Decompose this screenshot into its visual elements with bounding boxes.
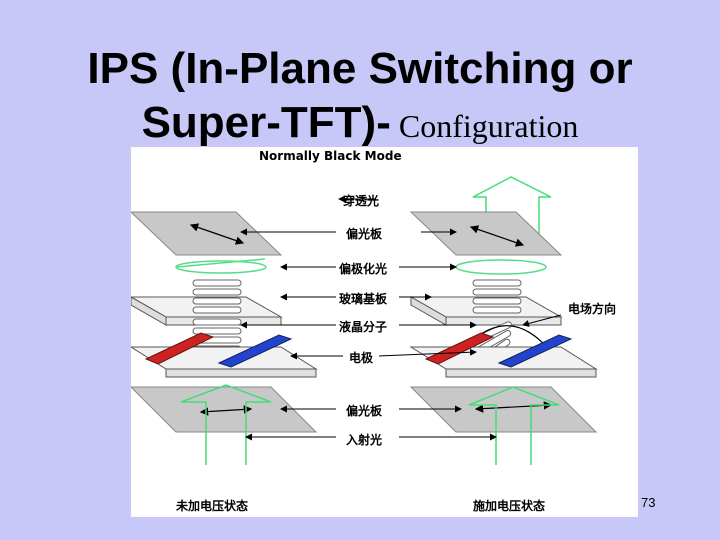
label-state-on: 施加电压状态 [473,497,545,514]
title-line-1: IPS (In-Plane Switching or [0,42,720,96]
title-line-2-bold: Super-TFT)- [142,98,391,147]
label-polarizer-top: 偏光板 [346,225,382,242]
left-stack [131,212,316,465]
label-field-direction: 电场方向 [568,300,616,317]
label-glass-substrate: 玻璃基板 [339,290,387,307]
label-state-off: 未加电压状态 [176,497,248,514]
ips-configuration-diagram: Normally Black Mode 穿透光 偏光板 偏极化光 玻璃基板 液晶… [131,147,638,517]
title-line-2-normal: Configuration [391,108,579,144]
label-polarizer-bottom: 偏光板 [346,402,382,419]
mode-title: Normally Black Mode [259,149,402,163]
label-incident-light: 入射光 [346,431,382,448]
slide-title: IPS (In-Plane Switching or Super-TFT)- C… [0,42,720,160]
page-number: 73 [641,495,655,510]
label-polarization: 偏极化光 [339,260,387,277]
label-electrode: 电极 [349,349,373,366]
right-stack [411,177,596,465]
left-top-polarizer [131,212,281,255]
right-polarization-light [456,260,546,274]
label-transmitted-light: 穿透光 [343,192,379,209]
label-liquid-crystal: 液晶分子 [339,318,387,335]
